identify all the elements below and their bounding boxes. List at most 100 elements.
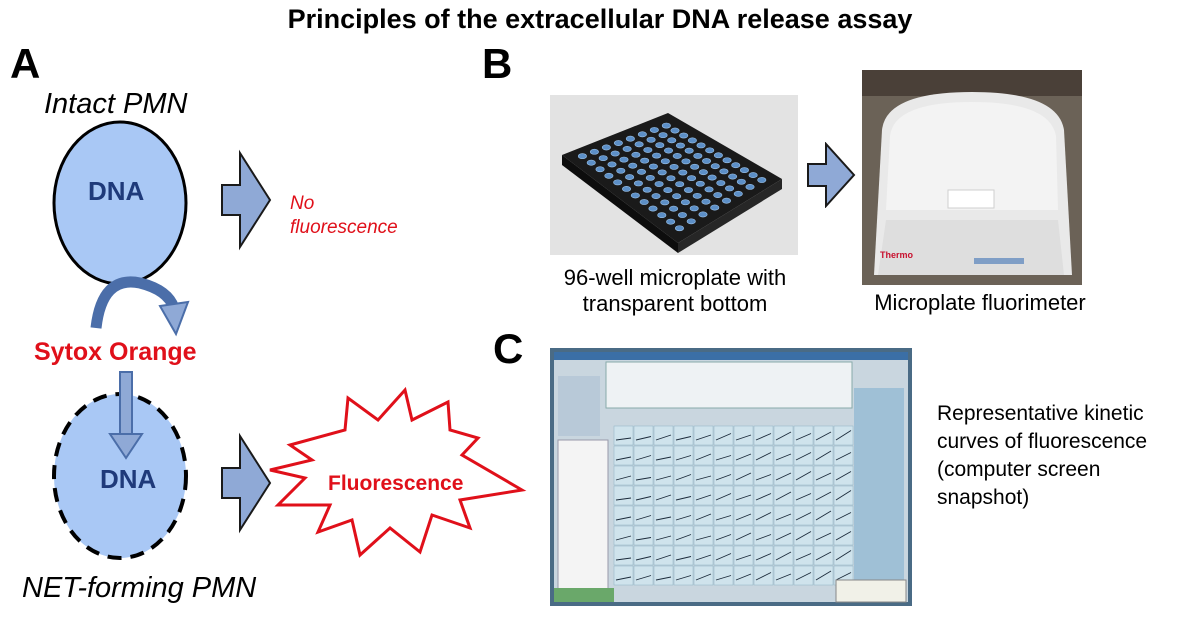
microplate-well [676, 143, 684, 148]
microplate-well [714, 192, 722, 197]
plate-well-cell [794, 546, 813, 565]
microplate-well [667, 176, 675, 181]
microplate-well [666, 219, 674, 224]
microplate-well [647, 137, 655, 142]
plate-well-cell [674, 466, 693, 485]
microplate-well [737, 179, 745, 184]
curved-arrow-head [160, 302, 188, 334]
plate-well-cell [614, 506, 633, 525]
plate-well-cell [654, 526, 673, 545]
microplate-well [629, 163, 637, 168]
plate-well-cell [614, 526, 633, 545]
sytox-orange-label: Sytox Orange [34, 338, 197, 367]
microplate-well [625, 174, 633, 179]
plate-well-cell [714, 526, 733, 545]
plate-well-cell [714, 466, 733, 485]
plate-well-cell [694, 566, 713, 585]
microplate-well [699, 212, 707, 217]
microplate-caption: 96-well microplate with transparent bott… [532, 265, 818, 317]
microplate-well [673, 153, 681, 158]
plate-well-cell [774, 566, 793, 585]
plate-well-cell [734, 466, 753, 485]
microplate-well [702, 158, 710, 163]
no-fluorescence-line1: No [290, 192, 398, 216]
plate-well-cell [614, 546, 633, 565]
microplate-well [608, 162, 616, 167]
dna-label-intact: DNA [88, 176, 144, 207]
microplate-well [668, 138, 676, 143]
plate-well-cell [674, 546, 693, 565]
microplate-well [658, 213, 666, 218]
plate-well-cell [794, 486, 813, 505]
microplate-well [679, 133, 687, 138]
plate-well-cell [714, 486, 733, 505]
plate-well-cell [774, 466, 793, 485]
block-arrow-no-fluorescence [222, 153, 270, 247]
microplate-well [614, 180, 622, 185]
screen-description-line2: curves of fluorescence [937, 428, 1147, 456]
microplate-well [652, 153, 660, 158]
microplate-well [690, 206, 698, 211]
plate-well-cell [754, 546, 773, 565]
plate-well-cell [794, 446, 813, 465]
microplate-well [587, 160, 595, 165]
microplate-well [578, 154, 586, 159]
panel-b-letter: B [482, 40, 512, 88]
fluorimeter-image: Thermo [862, 70, 1082, 285]
plate-well-cell [634, 426, 653, 445]
microplate-well [662, 123, 670, 128]
plate-well-cell [694, 526, 713, 545]
plate-well-cell [754, 566, 773, 585]
microplate-well [699, 170, 707, 175]
microplate-well [622, 186, 630, 191]
microplate-well [632, 152, 640, 157]
microplate-well [678, 212, 686, 217]
microplate-well [671, 128, 679, 133]
plate-well-cell [734, 446, 753, 465]
microplate-well [643, 187, 651, 192]
block-arrow-fluorescence [222, 436, 270, 530]
microplate-well [664, 187, 672, 192]
plate-well-cell [654, 506, 673, 525]
microplate-well [679, 170, 687, 175]
plate-well-cell [634, 526, 653, 545]
microplate-well [656, 143, 664, 148]
microplate-well [655, 181, 663, 186]
microplate-well [694, 153, 702, 158]
microplate-well [602, 145, 610, 150]
microplate-well [711, 164, 719, 169]
microplate-well [685, 148, 693, 153]
plate-well-cell [714, 546, 733, 565]
plate-well-cell [774, 446, 793, 465]
panel-c-letter: C [493, 325, 523, 373]
microplate-well [706, 148, 714, 153]
plate-well-cell [774, 506, 793, 525]
microplate-well [626, 136, 634, 141]
plate-well-cell [794, 506, 813, 525]
plate-well-cell [734, 506, 753, 525]
microplate-caption-line1: 96-well microplate with [532, 265, 818, 291]
plate-well-cell [814, 466, 833, 485]
down-arrow-shaft [120, 372, 132, 436]
microplate-well [605, 173, 613, 178]
plate-well-cell [634, 546, 653, 565]
plate-well-cell [634, 466, 653, 485]
plate-well-cell [834, 506, 853, 525]
microplate-well [693, 193, 701, 198]
plate-well-cell [654, 566, 673, 585]
plate-well-cell [774, 526, 793, 545]
plate-well-cell [754, 466, 773, 485]
microplate-well [723, 158, 731, 163]
no-fluorescence-label: No fluorescence [290, 192, 398, 240]
microplate-well [590, 149, 598, 154]
microplate-well [638, 132, 646, 137]
plate-well-cell [694, 506, 713, 525]
fluorimeter-brand: Thermo [880, 250, 914, 260]
plate-well-cell [614, 466, 633, 485]
plate-well-cell [654, 446, 673, 465]
plate-well-cell [614, 486, 633, 505]
microplate-well [649, 206, 657, 211]
fluorescence-label: Fluorescence [328, 472, 463, 496]
microplate-well [646, 175, 654, 180]
block-arrow-plate-to-reader [806, 142, 856, 208]
